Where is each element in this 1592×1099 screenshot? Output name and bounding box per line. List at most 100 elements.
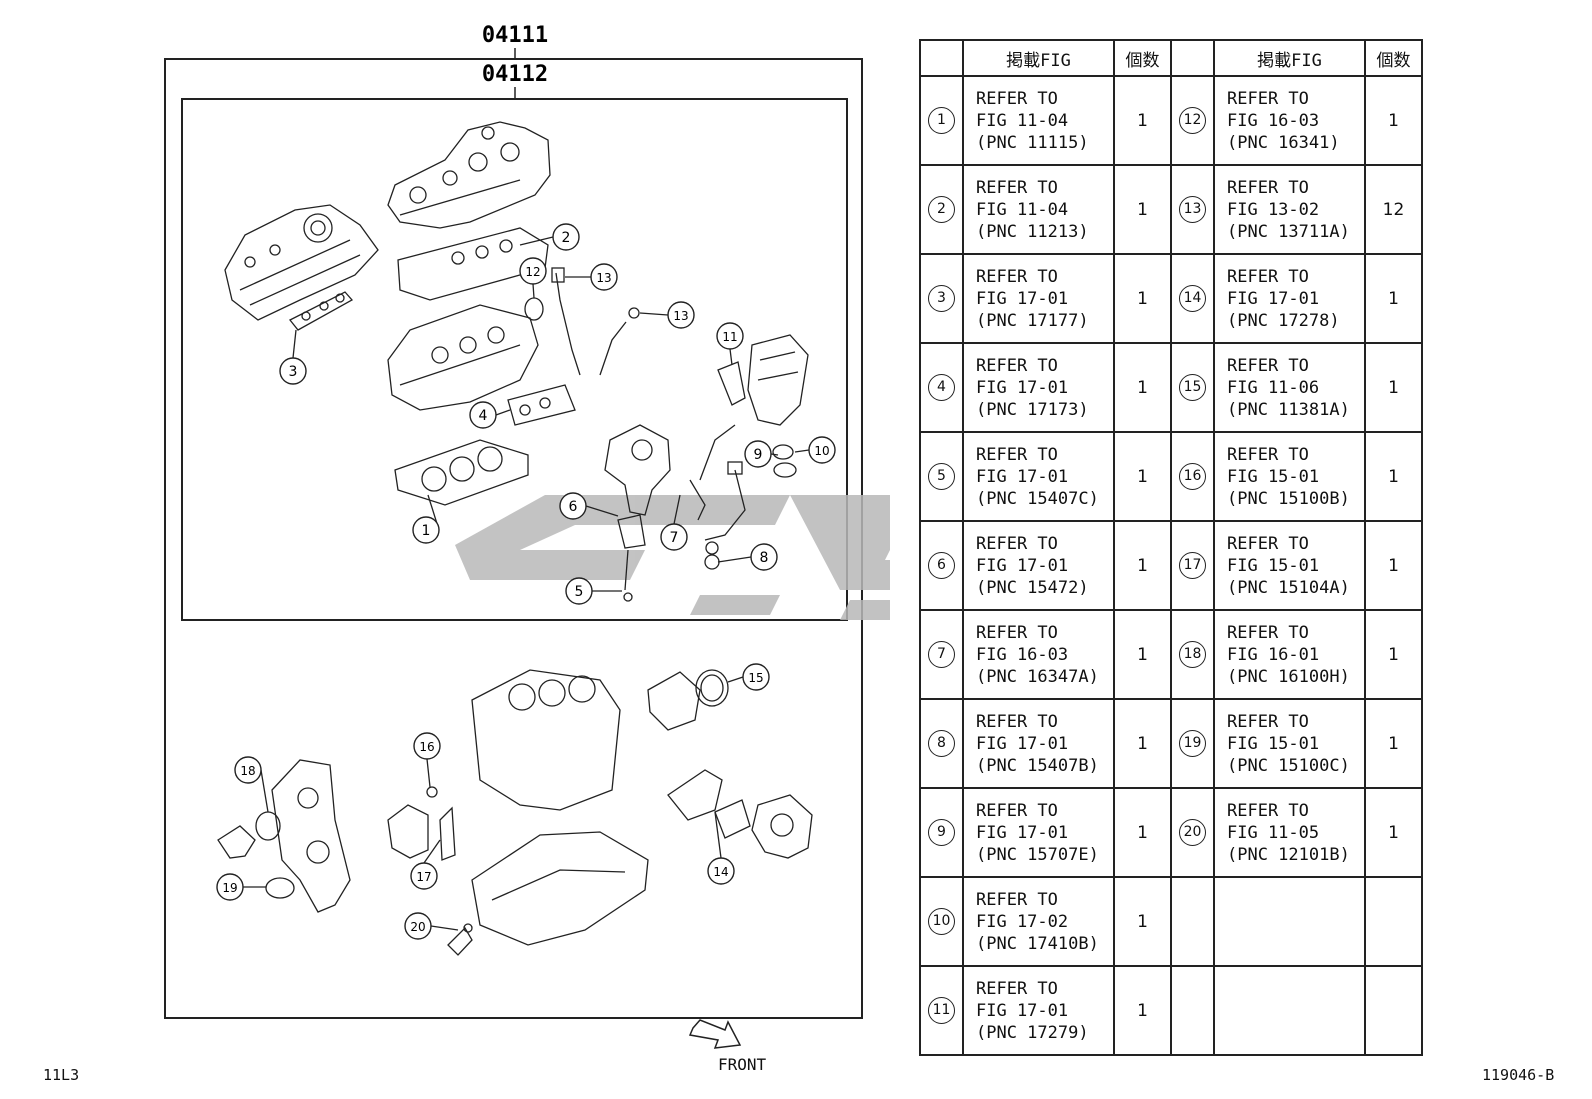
item-number-circle: 18: [1179, 641, 1206, 668]
assembly-code-04112: 04112: [482, 62, 548, 87]
item-number-circle: 12: [1179, 107, 1206, 134]
callout-14: 14: [707, 857, 735, 885]
fig-reference-right: REFER TO FIG 15-01 (PNC 15100B): [1213, 431, 1366, 522]
quantity-right: 1: [1364, 342, 1423, 433]
water-inlet-housing: [604, 424, 671, 516]
quantity-left: 1: [1113, 520, 1172, 611]
callout-number: 10: [814, 444, 829, 458]
quantity-left: 1: [1113, 965, 1172, 1056]
exploded-parts-diagram: 04111 04112: [164, 23, 890, 1049]
callout-16: 16: [413, 732, 441, 760]
fig-reference-left: REFER TO FIG 17-01 (PNC 17173): [962, 342, 1115, 433]
callout-number: 8: [760, 550, 769, 566]
callout-number: 1: [422, 523, 431, 539]
item-number-circle: 8: [928, 730, 955, 757]
callout-circle: [660, 523, 688, 551]
exhaust-gasket: [507, 384, 576, 426]
fig-reference-left: REFER TO FIG 11-04 (PNC 11213): [962, 164, 1115, 255]
callout-circle: [216, 873, 244, 901]
item-number-circle: 13: [1179, 196, 1206, 223]
quantity-right: 1: [1364, 698, 1423, 789]
callout-8: 8: [750, 543, 778, 571]
fig-reference-right: REFER TO FIG 17-01 (PNC 17278): [1213, 253, 1366, 344]
callout-1: 1: [412, 516, 440, 544]
callout-13: 13: [667, 301, 695, 329]
exhaust-manifold-converter: [747, 334, 809, 426]
fig-reference-left: REFER TO FIG 17-01 (PNC 15707E): [962, 787, 1115, 878]
table-header-row: 掲載FIG 個数 掲載FIG 個数: [919, 39, 1423, 77]
callout-10: 10: [808, 436, 836, 464]
item-number-circle: 7: [928, 641, 955, 668]
callout-circle: [469, 401, 497, 429]
quantity-right: 1: [1364, 253, 1423, 344]
item-number-right: 14: [1170, 253, 1215, 344]
callout-number: 9: [754, 447, 763, 463]
callout-circle: [234, 756, 262, 784]
item-number-right: 16: [1170, 431, 1215, 522]
callout-number: 20: [410, 920, 425, 934]
fig-reference-right: REFER TO FIG 15-01 (PNC 15100C): [1213, 698, 1366, 789]
watermark-logo: [455, 495, 890, 620]
fig-reference-right: [1213, 965, 1366, 1056]
callout-number: 17: [416, 870, 431, 884]
callout-circle: [412, 516, 440, 544]
fig-reference-right: REFER TO FIG 13-02 (PNC 13711A): [1213, 164, 1366, 255]
item-number-circle: 5: [928, 463, 955, 490]
callout-number: 12: [525, 265, 540, 279]
callout-number: 3: [289, 364, 298, 380]
callout-15: 15: [742, 663, 770, 691]
callout-circle: [808, 436, 836, 464]
header-no-right: [1170, 39, 1215, 77]
item-number-right: 13: [1170, 164, 1215, 255]
callout-number: 15: [748, 671, 763, 685]
callout-6: 6: [559, 492, 587, 520]
item-number-right: 20: [1170, 787, 1215, 878]
table-row: 8 REFER TO FIG 17-01 (PNC 15407B) 1 19 REFER…: [919, 698, 1423, 789]
item-number-circle: 16: [1179, 463, 1206, 490]
quantity-right: [1364, 965, 1423, 1056]
cylinder-block: [471, 669, 621, 811]
quantity-left: 1: [1113, 876, 1172, 967]
callout-number: 16: [419, 740, 434, 754]
item-number-circle: 4: [928, 374, 955, 401]
fig-reference-right: REFER TO FIG 16-03 (PNC 16341): [1213, 75, 1366, 166]
callout-11: 11: [716, 322, 744, 350]
callout-circle: [667, 301, 695, 329]
timing-chain-cover: [271, 759, 351, 913]
callout-9: 9: [744, 440, 772, 468]
quantity-left: 1: [1113, 164, 1172, 255]
callout-circle: [404, 912, 432, 940]
item-number-circle: 2: [928, 196, 955, 223]
front-arrow-icon: [688, 1019, 742, 1049]
quantity-left: 1: [1113, 609, 1172, 700]
item-number-left: 2: [919, 164, 964, 255]
cylinder-head-cover: [387, 121, 551, 229]
item-number-right: 17: [1170, 520, 1215, 611]
item-number-circle: 19: [1179, 730, 1206, 757]
callout-19: 19: [216, 873, 244, 901]
fig-reference-right: REFER TO FIG 15-01 (PNC 15104A): [1213, 520, 1366, 611]
item-number-circle: 1: [928, 107, 955, 134]
quantity-right: 1: [1364, 75, 1423, 166]
item-number-left: 8: [919, 698, 964, 789]
fig-reference-right: [1213, 876, 1366, 967]
callout-number: 5: [575, 584, 584, 600]
assembly-code-04111: 04111: [482, 23, 548, 48]
callout-circle: [716, 322, 744, 350]
fig-reference-left: REFER TO FIG 17-01 (PNC 15407B): [962, 698, 1115, 789]
item-number-left: 11: [919, 965, 964, 1056]
callout-17: 17: [410, 862, 438, 890]
callout-circle: [742, 663, 770, 691]
quantity-left: 1: [1113, 431, 1172, 522]
item-number-circle: 20: [1179, 819, 1206, 846]
callout-number: 14: [713, 865, 728, 879]
header-fig-right: 掲載FIG: [1213, 39, 1366, 77]
